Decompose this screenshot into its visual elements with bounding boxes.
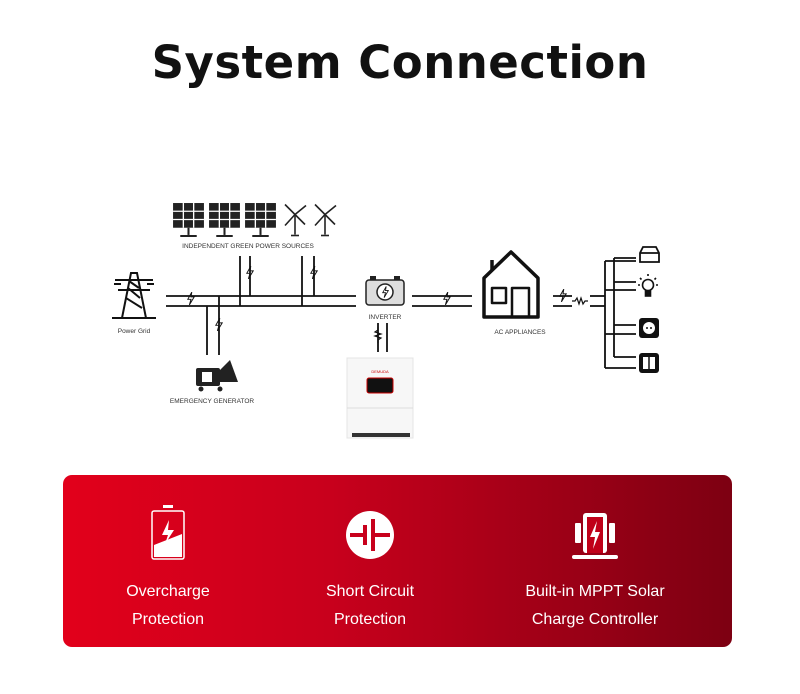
light-switch-icon xyxy=(639,353,659,373)
battery-charging-icon xyxy=(151,505,185,560)
feature-line2: Charge Controller xyxy=(531,611,659,628)
light-bulb-icon xyxy=(638,274,658,297)
wind-turbine-icon xyxy=(284,203,307,237)
generator-icon xyxy=(196,360,238,392)
feature-line1: Short Circuit xyxy=(325,583,415,600)
inverter-label: INVERTER xyxy=(369,314,402,321)
inverter-device-image: DEMUDA xyxy=(346,357,414,439)
solar-panel-icon xyxy=(244,202,277,237)
solar-panel-icon xyxy=(172,202,205,237)
generator-label: EMERGENCY GENERATOR xyxy=(170,398,254,405)
inverter-icon xyxy=(365,276,405,306)
wind-turbine-icon xyxy=(314,203,337,237)
feature-line1: Built-in MPPT Solar xyxy=(525,583,665,600)
house-icon xyxy=(482,250,540,319)
page-title: System Connection xyxy=(151,36,649,89)
solar-panel-icon xyxy=(208,202,241,237)
green-sources-label: INDEPENDENT GREEN POWER SOURCES xyxy=(182,243,314,250)
car-icon xyxy=(639,246,660,263)
feature-line1: Overcharge xyxy=(126,583,210,600)
power-socket-icon xyxy=(639,318,659,338)
system-diagram: INDEPENDENT GREEN POWER SOURCES Power Gr… xyxy=(112,202,660,439)
mppt-controller-icon xyxy=(572,513,618,559)
bus-lines xyxy=(166,256,636,369)
short-circuit-icon xyxy=(346,511,394,559)
brand-label: DEMUDA xyxy=(371,369,389,374)
power-grid-label: Power Grid xyxy=(118,328,151,335)
power-tower-icon xyxy=(112,272,156,319)
ac-appliances-label: AC APPLIANCES xyxy=(494,329,546,336)
resistor-icon xyxy=(373,327,383,343)
resistor-icon xyxy=(572,296,588,306)
feature-line2: Protection xyxy=(131,611,205,628)
feature-line2: Protection xyxy=(333,611,407,628)
